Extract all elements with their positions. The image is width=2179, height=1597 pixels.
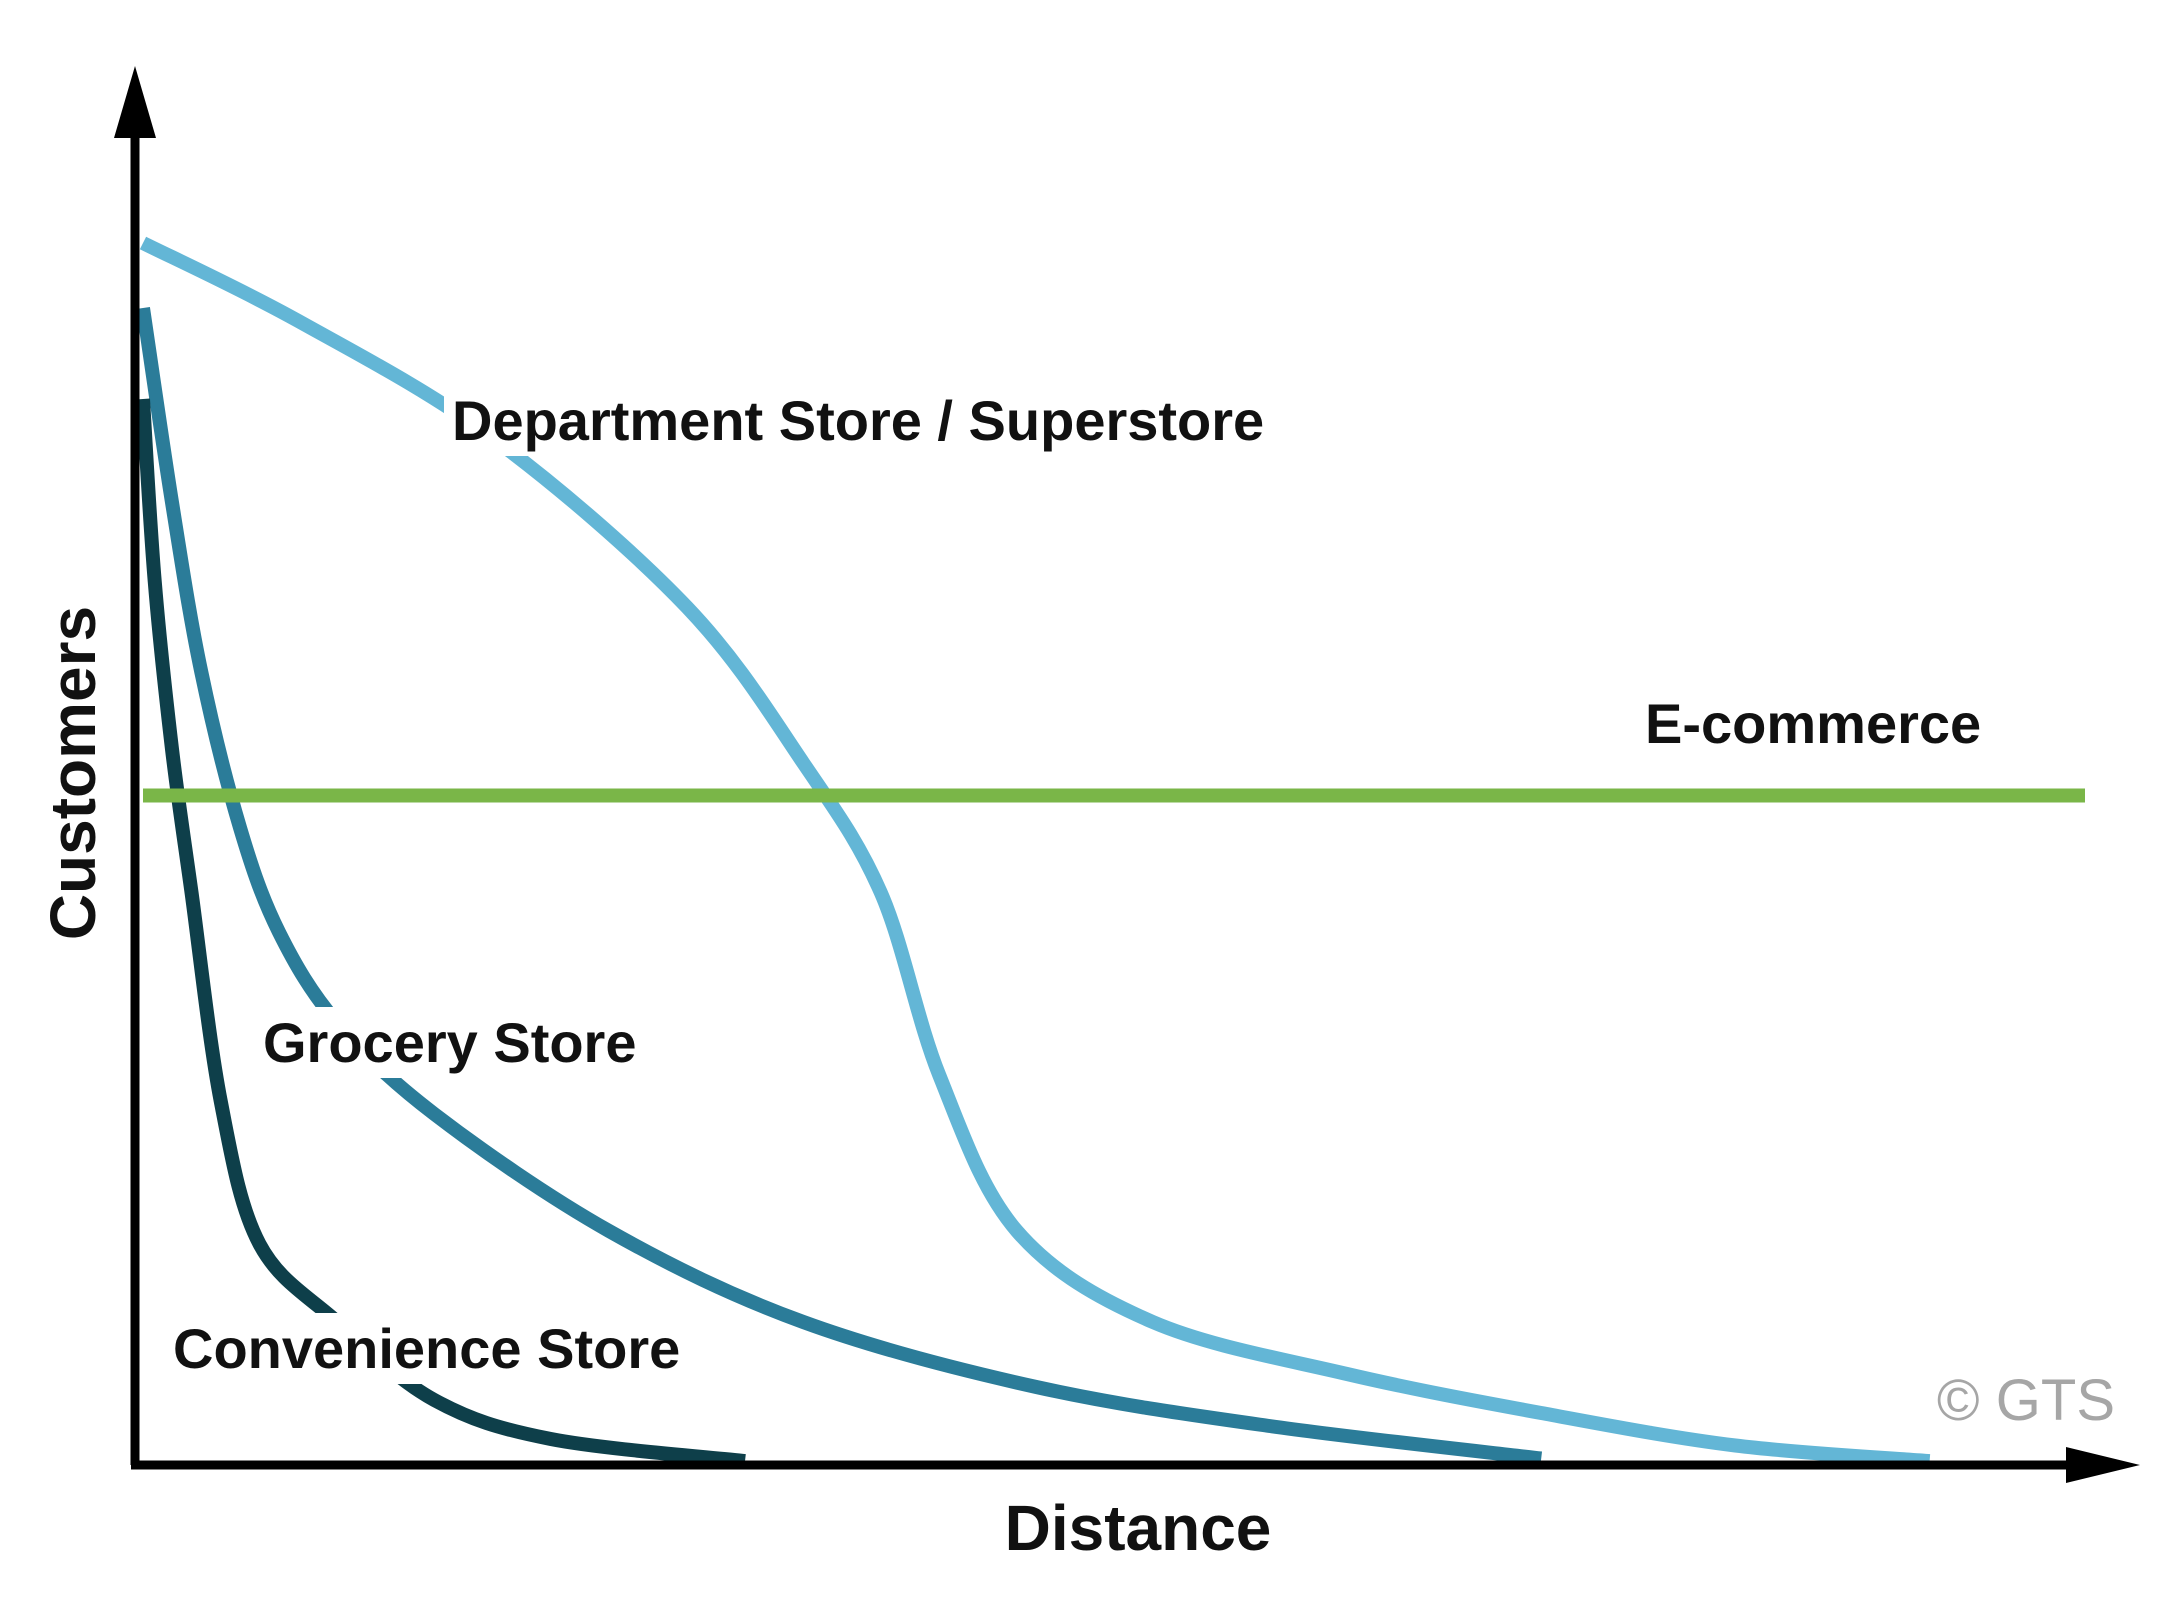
y-axis-title: Customers [37, 606, 109, 940]
series-label-background [165, 1313, 689, 1384]
series-line-convenience-store [136, 398, 746, 1469]
series-label-background [444, 385, 1273, 456]
series-label-e-commerce: E-commerce [1645, 692, 1981, 755]
series-label-grocery-store: Grocery Store [263, 1011, 637, 1074]
series-label-department-store-superstore: Department Store / Superstore [452, 389, 1264, 452]
series-line-grocery-store [136, 306, 1543, 1466]
axes [114, 66, 2140, 1483]
series-label-background [255, 1007, 645, 1078]
y-axis-arrowhead [114, 66, 156, 138]
x-axis-title: Distance [1005, 1492, 1272, 1564]
series-label-background [1637, 688, 1990, 759]
x-axis-arrowhead [2066, 1447, 2140, 1483]
copyright-credit: © GTS [1937, 1368, 2115, 1433]
series-label-convenience-store: Convenience Store [173, 1317, 680, 1380]
